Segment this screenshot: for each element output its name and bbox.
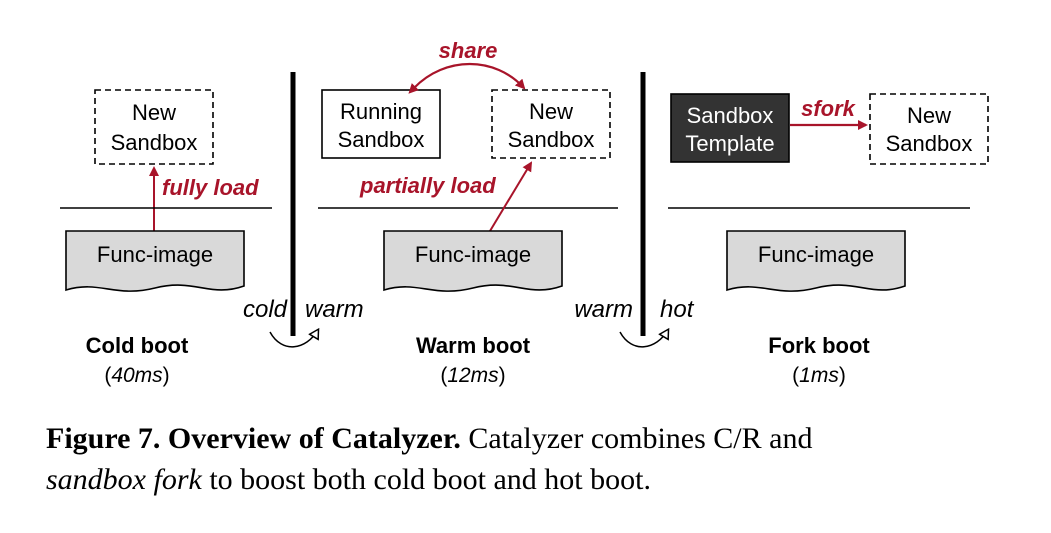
cold-func-image-shape (65, 230, 245, 292)
caption-italic: sandbox fork (46, 463, 202, 496)
sfork-label: sfork (801, 96, 857, 121)
running-sandbox-line1: Running (340, 99, 422, 124)
sandbox-template-line2: Template (685, 131, 774, 156)
transition-right-arrow (619, 330, 668, 348)
caption-text-2: to boost both cold boot and hot boot. (201, 463, 651, 496)
share-label: share (439, 38, 498, 63)
warm-new-sandbox-box (491, 89, 611, 159)
warm-boot-panel: Running Sandbox New Sandbox share partia… (318, 38, 618, 387)
fork-boot-title: Fork boot (768, 333, 870, 358)
transition-left-to: warm (305, 296, 364, 323)
warm-load-arrow (489, 161, 533, 232)
share-arrow (408, 62, 526, 94)
sandbox-template-box (670, 93, 790, 163)
sandbox-template-line1: Sandbox (687, 103, 774, 128)
fork-new-sandbox-line1: New (907, 103, 951, 128)
cold-new-sandbox-line1: New (132, 100, 176, 125)
cold-boot-title: Cold boot (86, 333, 189, 358)
warm-arrow-label: partially load (359, 173, 496, 198)
transition-right-to: hot (660, 296, 695, 323)
warm-boot-title: Warm boot (416, 333, 531, 358)
warm-func-image-shape (383, 230, 563, 292)
cold-arrow-label: fully load (162, 175, 259, 200)
fork-func-image-shape (726, 230, 906, 292)
cold-func-image-label: Func-image (97, 242, 213, 267)
fork-boot-time: (1ms) (792, 364, 846, 387)
cold-boot-time: (40ms) (104, 364, 169, 387)
cold-new-sandbox-line2: Sandbox (111, 130, 198, 155)
fork-new-sandbox-line2: Sandbox (886, 131, 973, 156)
cold-new-sandbox-box (94, 89, 214, 165)
warm-boot-time: (12ms) (440, 364, 505, 387)
warm-new-sandbox-line1: New (529, 99, 573, 124)
catalyzer-diagram: New Sandbox fully load Func-image Cold b… (60, 38, 989, 387)
running-sandbox-box (321, 89, 441, 159)
fork-boot-panel: Sandbox Template sfork New Sandbox Func-… (668, 93, 989, 387)
transition-left-arrow (269, 330, 318, 348)
cold-boot-panel: New Sandbox fully load Func-image Cold b… (60, 89, 272, 387)
warm-new-sandbox-line2: Sandbox (508, 127, 595, 152)
warm-func-image-label: Func-image (415, 242, 531, 267)
fork-func-image-label: Func-image (758, 242, 874, 267)
transition-right-from: warm (574, 296, 633, 323)
caption-figure-number: Figure 7. Overview of Catalyzer. (46, 422, 461, 455)
figure-caption: Figure 7. Overview of Catalyzer. Catalyz… (46, 418, 1036, 500)
caption-text-1: Catalyzer combines C/R and (460, 422, 813, 455)
running-sandbox-line2: Sandbox (338, 127, 425, 152)
transition-left-from: cold (243, 296, 288, 323)
fork-new-sandbox-box (869, 93, 989, 165)
